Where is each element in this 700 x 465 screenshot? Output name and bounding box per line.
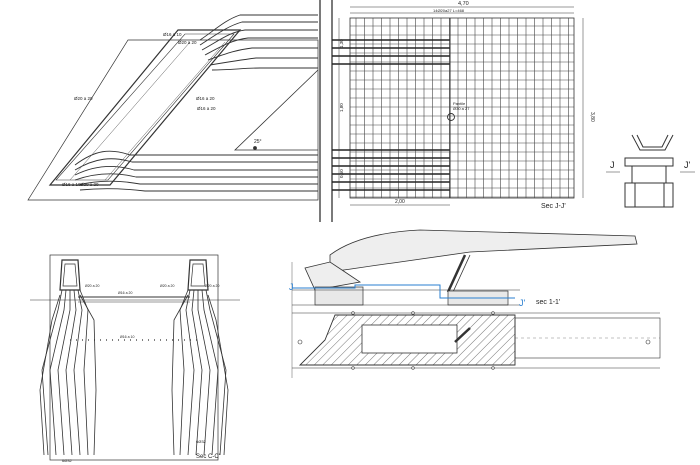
elev-caption: sec 1-1' xyxy=(536,299,560,306)
plan-label-1: Ø16 a 10 xyxy=(163,32,182,37)
cc-bottom-right: 6Ø32 xyxy=(196,439,207,444)
plan-view xyxy=(27,14,319,201)
cc-outline xyxy=(49,254,219,461)
pile-label-2: Ø30 a 27 xyxy=(453,106,470,111)
elevation-labels: J J' sec 1-1' xyxy=(289,282,560,308)
section-jj xyxy=(332,6,584,206)
cc-label-2: Ø16 a 20 xyxy=(118,291,132,295)
marker-j-left: J xyxy=(610,160,615,170)
section-marker xyxy=(624,134,674,208)
elev-marker-left: J xyxy=(289,282,294,292)
cc-label-3: Ø20 a 20 xyxy=(160,284,174,288)
cc-label-4: Ø16 a 10 xyxy=(120,335,134,339)
jj-dim-height: 3,80 xyxy=(589,112,595,122)
plan-label-7: Ø20 a 20 xyxy=(80,182,99,187)
jj-dim-left-1: 1,80 xyxy=(339,103,344,112)
jj-labels: 4,70 14Ø20a27 L=468 3,80 1,80 1,30 0,50 … xyxy=(339,1,595,210)
pile-label-1: Pantile xyxy=(453,101,466,106)
plan-rebars-top xyxy=(199,14,318,71)
section-cc xyxy=(30,254,240,461)
jj-dim-bottom: 2,00 xyxy=(395,199,405,205)
plan-label-6: Ø16 a 10 xyxy=(62,182,81,187)
cc-label-1: Ø20 a 20 xyxy=(85,284,99,288)
sheet-dividers xyxy=(319,0,333,222)
plan-rebars-bottom xyxy=(74,150,318,192)
cc-bottom-left: 6Ø32 xyxy=(62,458,73,463)
plan-label-5: Ø16 a 20 xyxy=(197,106,216,111)
elevation-11 xyxy=(291,229,661,378)
plan-label-2: Ø20 a 20 xyxy=(178,40,197,45)
plan-label-4: Ø16 a 20 xyxy=(196,96,215,101)
jj-dim-left-2: 1,30 xyxy=(339,39,344,48)
cc-labels: Ø20 a 20 Ø16 a 20 Ø20 a 20 Ø16 a 10 Ø20 … xyxy=(62,284,220,463)
pile-circle xyxy=(447,113,455,121)
plan-outline xyxy=(27,39,319,201)
cc-right-leg xyxy=(171,289,229,456)
cc-left-leg xyxy=(39,289,97,456)
plan-slab xyxy=(48,29,242,186)
cc-label-5: Ø20 a 20 xyxy=(205,284,219,288)
deck-profile xyxy=(329,229,638,273)
marker-j-right: J' xyxy=(684,160,691,170)
jj-dim-total: 4,70 xyxy=(458,1,469,7)
jj-caption: Sec J-J' xyxy=(541,203,566,210)
plan-label-3: Ø20 a 20 xyxy=(74,96,93,101)
elev-marker-right: J' xyxy=(519,298,526,308)
plan-labels: Ø16 a 10 Ø20 a 20 Ø20 a 20 Ø16 a 20 Ø16 … xyxy=(62,32,262,187)
jj-outline xyxy=(349,17,575,199)
jj-dim-sub: 14Ø20a27 L=468 xyxy=(433,8,465,13)
section-cut-line xyxy=(292,284,515,299)
plan-angle: 25° xyxy=(254,139,262,145)
cc-caption: Sec C-C' xyxy=(196,454,220,460)
jj-dim-left-3: 0,50 xyxy=(339,169,344,178)
